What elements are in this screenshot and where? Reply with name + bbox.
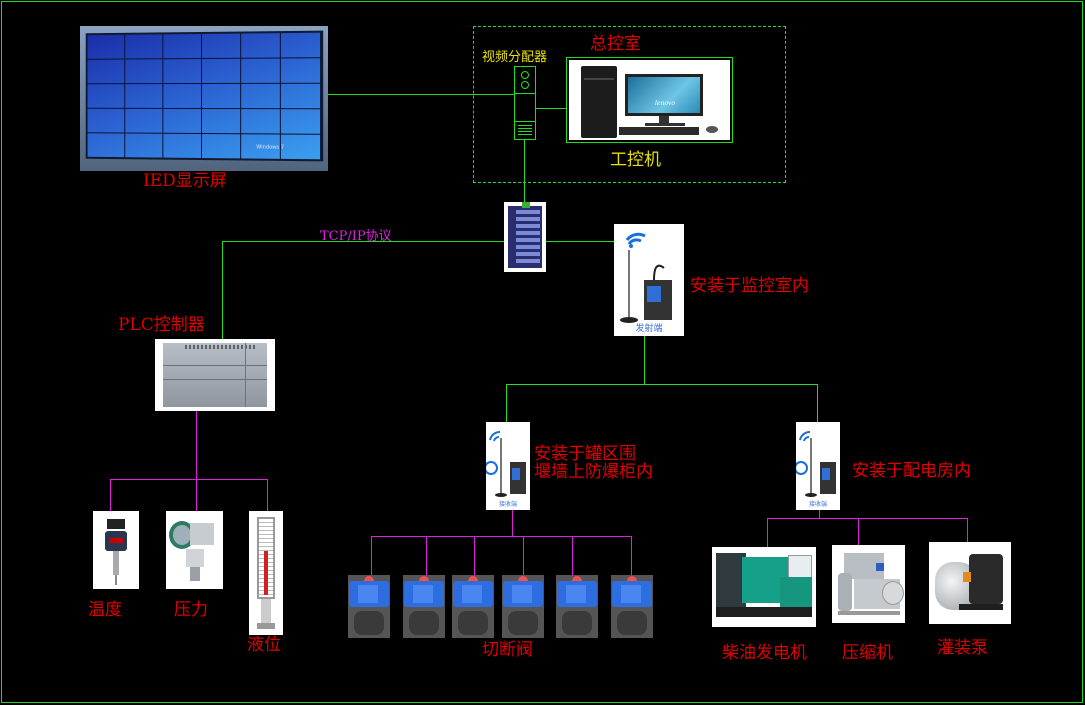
control-room-boundary — [473, 26, 786, 183]
industrial-pc-icon: lenovo — [569, 60, 730, 140]
plc-label: PLC控制器 — [118, 315, 205, 335]
wireless-receiver-icon: 接收端 — [796, 422, 840, 510]
transmitter-caption: 发射端 — [635, 324, 663, 334]
video-splitter-label: 视频分配器 — [482, 50, 548, 65]
shutoff-valve-icon — [348, 575, 390, 638]
compressor-icon — [832, 545, 905, 623]
ipc-box: lenovo — [566, 57, 733, 143]
filling-pump-icon — [929, 542, 1011, 624]
ied-display-icon: Windows 7 — [80, 26, 328, 171]
ipc-label: 工控机 — [610, 150, 661, 170]
temperature-transmitter-icon — [93, 511, 139, 589]
link-valve — [426, 536, 427, 575]
sensor-pressure-label: 压力 — [174, 600, 208, 620]
diesel-generator-icon — [712, 547, 816, 627]
transmitter-location-label: 安装于监控室内 — [690, 276, 809, 296]
protocol-label: TCP/IP协议 — [320, 229, 392, 244]
video-splitter-icon — [514, 66, 536, 140]
receiver-1-location-line2: 堰墙上防爆柜内 — [534, 462, 653, 482]
wireless-transmitter-icon: 发射端 — [614, 224, 684, 336]
link-valve — [631, 536, 632, 575]
link-splitter-ipc — [536, 108, 566, 109]
link-valves-bus — [371, 536, 632, 537]
link-valve — [572, 536, 573, 575]
ied-display-label: IED显示屏 — [143, 171, 227, 191]
link-plc-sensors-drop — [196, 411, 197, 479]
link-sensor-level — [267, 479, 268, 511]
link-valve — [474, 536, 475, 575]
link-sensor-temp — [110, 479, 111, 511]
link-valve — [371, 536, 372, 575]
link-transmitter-drop — [644, 336, 645, 384]
link-plc-drop — [222, 241, 223, 339]
pressure-transmitter-icon — [166, 511, 223, 589]
link-switch-transmitter — [546, 241, 614, 242]
plc-controller-icon — [155, 339, 275, 411]
link-receiver-2 — [817, 384, 818, 422]
valves-label: 切断阀 — [482, 640, 533, 660]
link-display-splitter — [328, 94, 514, 95]
level-gauge-icon — [249, 511, 283, 635]
receiver-1-location-line1: 安装于罐区围 — [534, 444, 636, 464]
link-switch-plc — [222, 241, 504, 242]
link-sensors-bus — [110, 479, 268, 480]
receiver-2-caption: 接收端 — [808, 501, 827, 508]
link-equipment-bus — [767, 518, 967, 519]
equipment-compressor-label: 压缩机 — [842, 643, 893, 663]
link-receivers-bus — [506, 384, 818, 385]
link-receiver-1 — [506, 384, 507, 422]
sensor-temp-label: 温度 — [88, 600, 122, 620]
link-valve — [523, 536, 524, 575]
receiver-1-caption: 接收端 — [498, 501, 517, 508]
os-badge: Windows 7 — [256, 144, 284, 151]
control-room-title: 总控室 — [590, 34, 641, 54]
link-receiver1-drop — [512, 510, 513, 536]
ethernet-switch-icon — [504, 202, 546, 272]
shutoff-valve-icon — [611, 575, 653, 638]
wireless-receiver-icon: 接收端 — [486, 422, 530, 510]
equipment-pump-label: 灌装泵 — [937, 638, 988, 658]
link-equip-generator — [767, 518, 768, 547]
link-sensor-pressure — [196, 479, 197, 511]
shutoff-valve-icon — [403, 575, 445, 638]
link-splitter-switch — [524, 140, 525, 202]
shutoff-valve-icon — [556, 575, 598, 638]
receiver-2-location-line1: 安装于配电房内 — [852, 461, 971, 481]
link-equip-compressor — [858, 518, 859, 545]
equipment-generator-label: 柴油发电机 — [722, 643, 807, 663]
shutoff-valve-icon — [452, 575, 494, 638]
shutoff-valve-icon — [502, 575, 544, 638]
sensor-level-label: 液位 — [247, 635, 281, 655]
link-equip-pump — [967, 518, 968, 542]
link-receiver2-drop — [819, 510, 820, 518]
